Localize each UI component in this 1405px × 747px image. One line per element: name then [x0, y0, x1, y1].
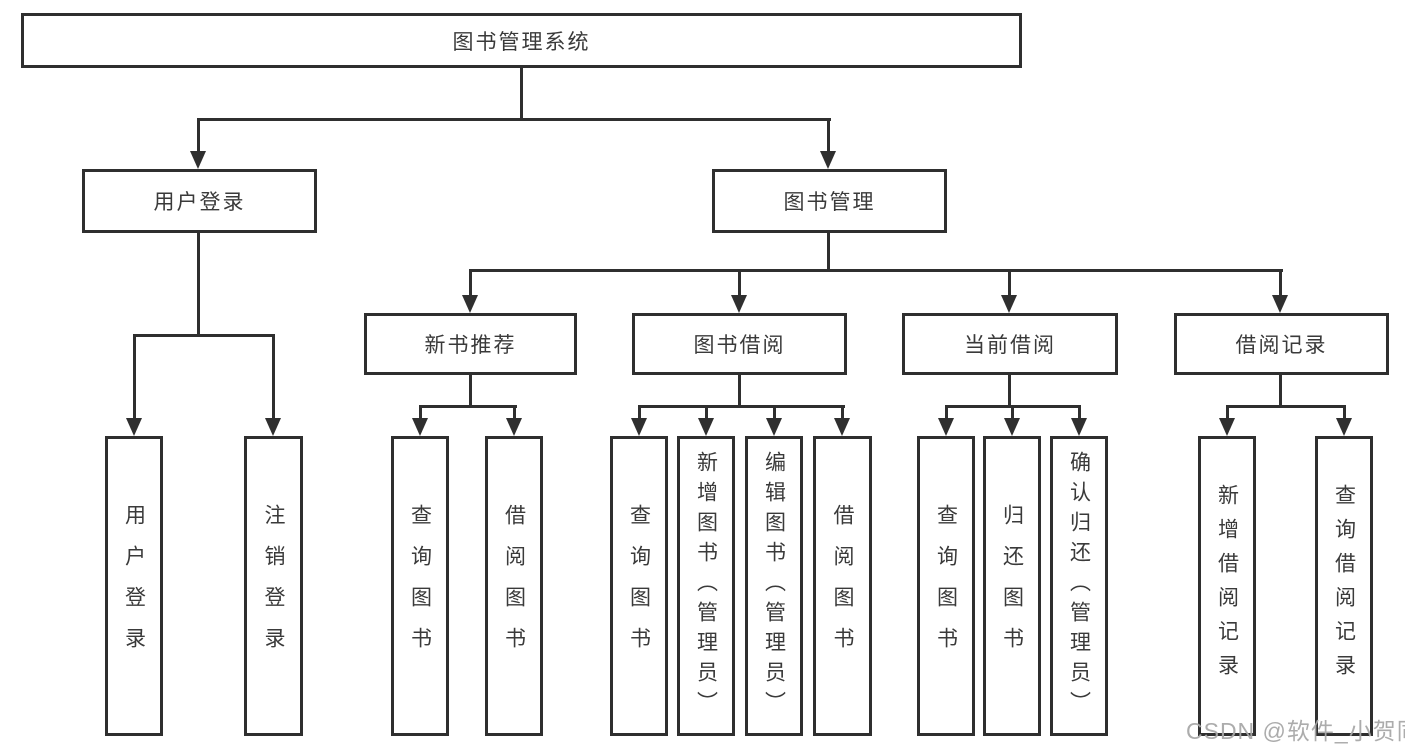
leaf-add-books-admin: 新增图书（管理员）: [677, 436, 735, 736]
leaf-query-books-recommend: 查询图书: [391, 436, 449, 736]
arrowhead-icon: [766, 418, 782, 436]
leaf-logout-label: 注销登录: [262, 504, 285, 668]
connector-borrow-records-bus: [1226, 405, 1346, 408]
leaf-return-books: 归还图书: [983, 436, 1041, 736]
connector-to-user-login: [197, 118, 200, 154]
connector-leaf: [513, 405, 516, 421]
node-new-book-recommend-label: 新书推荐: [424, 334, 517, 357]
arrowhead-icon: [834, 418, 850, 436]
connector-user-login-bus: [133, 334, 275, 337]
leaf-borrow-books-label: 借阅图书: [831, 504, 854, 668]
connector-root-bus: [198, 118, 831, 121]
connector-leaf: [773, 405, 776, 421]
leaf-user-login: 用户登录: [105, 436, 163, 736]
connector-root-stem: [520, 68, 523, 120]
arrowhead-icon: [1336, 418, 1352, 436]
leaf-query-borrow-record: 查询借阅记录: [1315, 436, 1373, 736]
leaf-edit-books-admin-label: 编辑图书（管理员）: [762, 451, 786, 721]
node-borrow-records: 借阅记录: [1174, 313, 1389, 375]
leaf-user-login-label: 用户登录: [122, 504, 146, 668]
connector-to-borrow-records: [1279, 269, 1282, 298]
leaf-query-books-borrow: 查询图书: [610, 436, 668, 736]
arrowhead-icon: [506, 418, 522, 436]
leaf-edit-books-admin: 编辑图书（管理员）: [745, 436, 803, 736]
connector-to-book-borrow: [738, 269, 741, 298]
leaf-add-borrow-record-label: 新增借阅记录: [1215, 484, 1239, 688]
watermark: CSDN @软件_小贺同学: [1186, 718, 1405, 744]
leaf-borrow-books: 借阅图书: [813, 436, 872, 736]
connector-leaf: [705, 405, 708, 421]
leaf-confirm-return-admin-label: 确认归还（管理员）: [1067, 451, 1091, 721]
connector-leaf: [1226, 405, 1229, 421]
node-book-borrow-label: 图书借阅: [693, 334, 786, 357]
arrowhead-icon: [1001, 295, 1017, 313]
leaf-borrow-books-recommend-label: 借阅图书: [502, 504, 526, 668]
arrowhead-icon: [1071, 418, 1087, 436]
arrowhead-icon: [462, 295, 478, 313]
arrowhead-icon: [938, 418, 954, 436]
connector-book-management-bus: [469, 269, 1283, 272]
connector-borrow-records-stem: [1279, 375, 1282, 408]
node-new-book-recommend: 新书推荐: [364, 313, 577, 375]
leaf-logout: 注销登录: [244, 436, 303, 736]
connector-to-book-management: [827, 118, 830, 154]
node-borrow-records-label: 借阅记录: [1235, 334, 1328, 357]
connector-book-borrow-bus: [638, 405, 845, 408]
leaf-add-borrow-record: 新增借阅记录: [1198, 436, 1256, 736]
node-user-login: 用户登录: [82, 169, 317, 233]
leaf-return-books-label: 归还图书: [1000, 504, 1024, 668]
connector-leaf: [841, 405, 844, 421]
arrowhead-icon: [1219, 418, 1235, 436]
arrowhead-icon: [412, 418, 428, 436]
connector-leaf: [1011, 405, 1014, 421]
connector-new-book-bus: [419, 405, 517, 408]
leaf-query-books-borrow-label: 查询图书: [627, 504, 651, 668]
arrowhead-icon: [1004, 418, 1020, 436]
node-current-borrow-label: 当前借阅: [964, 334, 1056, 357]
connector-current-borrow-stem: [1008, 375, 1011, 408]
connector-leaf: [1343, 405, 1346, 421]
arrowhead-icon: [698, 418, 714, 436]
leaf-confirm-return-admin: 确认归还（管理员）: [1050, 436, 1108, 736]
connector-leaf: [638, 405, 641, 421]
node-root: 图书管理系统: [21, 13, 1022, 68]
node-root-label: 图书管理系统: [452, 30, 591, 54]
leaf-add-books-admin-label: 新增图书（管理员）: [694, 451, 718, 721]
connector-leaf: [945, 405, 948, 421]
node-user-login-label: 用户登录: [153, 191, 246, 214]
arrowhead-icon: [1272, 295, 1288, 313]
leaf-query-books-recommend-label: 查询图书: [408, 504, 432, 668]
leaf-query-books-current-label: 查询图书: [934, 504, 958, 668]
arrowhead-icon: [126, 418, 142, 436]
connector-leaf: [419, 405, 422, 421]
leaf-borrow-books-recommend: 借阅图书: [485, 436, 543, 736]
node-book-management: 图书管理: [712, 169, 947, 233]
node-book-borrow: 图书借阅: [632, 313, 847, 375]
connector-user-login-stem: [197, 233, 200, 337]
connector-book-borrow-stem: [738, 375, 741, 408]
leaf-query-books-current: 查询图书: [917, 436, 975, 736]
connector-to-new-book: [469, 269, 472, 298]
node-current-borrow: 当前借阅: [902, 313, 1118, 375]
connector-to-current-borrow: [1008, 269, 1011, 298]
arrowhead-icon: [631, 418, 647, 436]
connector-to-leaf-logout: [272, 334, 275, 422]
leaf-query-borrow-record-label: 查询借阅记录: [1332, 484, 1356, 688]
connector-book-management-stem: [827, 233, 830, 272]
arrowhead-icon: [190, 151, 206, 169]
node-book-management-label: 图书管理: [783, 191, 876, 214]
connector-new-book-stem: [469, 375, 472, 408]
arrowhead-icon: [731, 295, 747, 313]
arrowhead-icon: [820, 151, 836, 169]
connector-leaf: [1078, 405, 1081, 421]
arrowhead-icon: [265, 418, 281, 436]
connector-to-leaf-user-login: [133, 334, 136, 422]
